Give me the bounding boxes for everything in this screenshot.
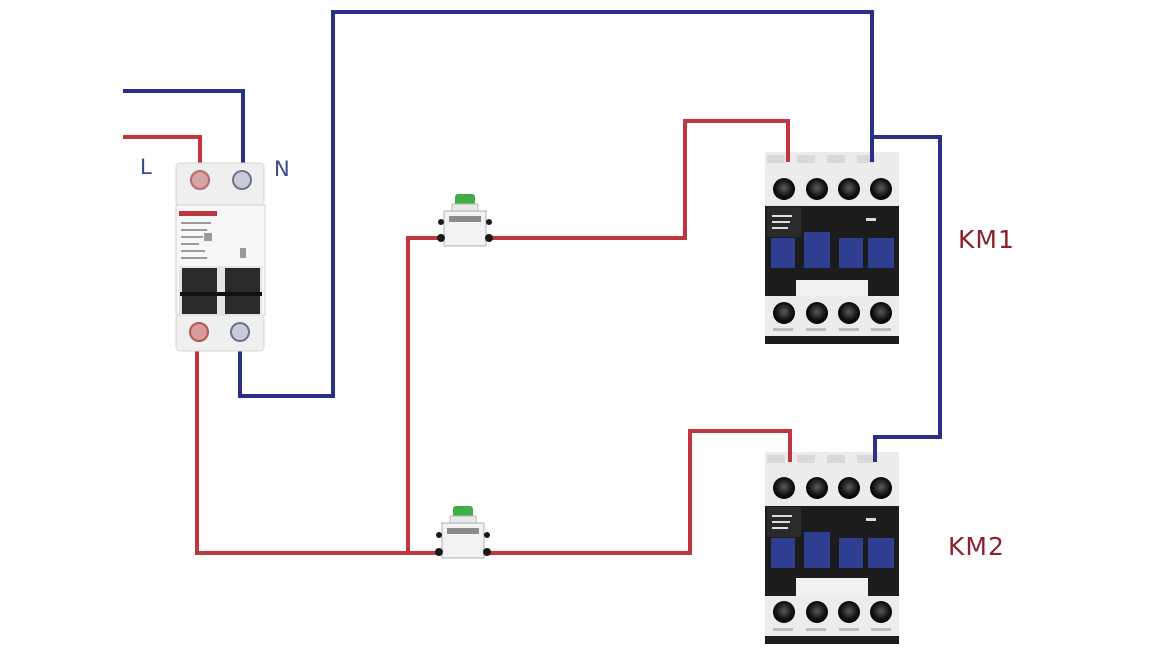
contactor-bottom-markings (773, 628, 891, 631)
line-to-km1-wire (488, 119, 790, 240)
contactor-blue-contact (839, 538, 863, 568)
breaker-toggle-bar (180, 292, 262, 296)
contactor-bottom-screw (773, 601, 795, 623)
line-riser-wire (406, 236, 440, 553)
contactor-blue-contact (868, 538, 894, 568)
neutral-label: N (274, 157, 290, 181)
contactor-blue-contact (771, 538, 795, 568)
push-button-terminal-top-right (484, 532, 490, 538)
contactor-bottom-screw (838, 302, 860, 324)
circuit-breaker (175, 162, 266, 352)
contactor-km1-label: KM1 (958, 225, 1015, 254)
line-wires (123, 119, 792, 555)
push-button-terminal-top-right (486, 219, 492, 225)
contactor-top-screw (773, 178, 795, 200)
contactor-bottom-screw (838, 601, 860, 623)
contactor-blue-contact (868, 238, 894, 268)
neutral-bridge-wire (872, 135, 942, 462)
breaker-neutral-in-terminal (232, 170, 252, 190)
contactor-white-window (796, 578, 868, 600)
contactor-km2-label: KM2 (948, 532, 1005, 561)
line-to-km2-wire (488, 429, 792, 555)
contactor-top-screw (838, 477, 860, 499)
push-button-terminal-right (485, 234, 493, 242)
contactor-top-ridges (767, 455, 875, 463)
push-button-terminal-right (483, 548, 491, 556)
contactor-bottom-markings (773, 328, 891, 331)
push-button-terminal-top-left (436, 532, 442, 538)
push-button-terminal-left (435, 548, 443, 556)
contactor-blue-contact (804, 532, 830, 568)
breaker-line-in-terminal (190, 170, 210, 190)
contactor-top-screw (870, 477, 892, 499)
contactor-top-screw (806, 477, 828, 499)
contactor-label-text (772, 515, 876, 529)
push-button-cap (453, 506, 473, 518)
breaker-brand-strip (179, 211, 217, 216)
contactor-top-screw (870, 178, 892, 200)
contactor-top-ridges (767, 155, 875, 163)
push-button-km2 (435, 506, 491, 559)
breaker-toggle-left (182, 268, 217, 314)
line-main-wire (195, 332, 440, 555)
line-label: L (140, 155, 152, 179)
push-button-km1 (437, 194, 493, 247)
breaker-nameplate-text (181, 222, 246, 259)
neutral-supply-wire (123, 89, 245, 180)
contactor-bottom-screw (806, 601, 828, 623)
neutral-main-wire (238, 10, 874, 398)
contactor-label-text (772, 215, 876, 229)
contactor-top-screw (773, 477, 795, 499)
contactor-bottom-screw (870, 601, 892, 623)
contactor-blue-contact (839, 238, 863, 268)
breaker-toggle-right (225, 268, 260, 314)
push-button-contact-strip (449, 216, 481, 222)
wire-terminations (786, 150, 877, 462)
contactor-bottom-screw (870, 302, 892, 324)
breaker-line-out-terminal (189, 322, 209, 342)
contactor-blue-contact (771, 238, 795, 268)
push-button-cap (455, 194, 475, 206)
contactor-km2 (765, 452, 899, 644)
push-button-contact-strip (447, 528, 479, 534)
contactor-blue-contact (804, 232, 830, 268)
breaker-neutral-out-terminal (230, 322, 250, 342)
neutral-wires (123, 10, 942, 462)
contactor-bottom-screw (806, 302, 828, 324)
push-button-terminal-left (437, 234, 445, 242)
contactor-bottom-screw (773, 302, 795, 324)
contactor-top-screw (838, 178, 860, 200)
contactor-top-screw (806, 178, 828, 200)
push-button-terminal-top-left (438, 219, 444, 225)
contactor-km1 (765, 152, 899, 344)
